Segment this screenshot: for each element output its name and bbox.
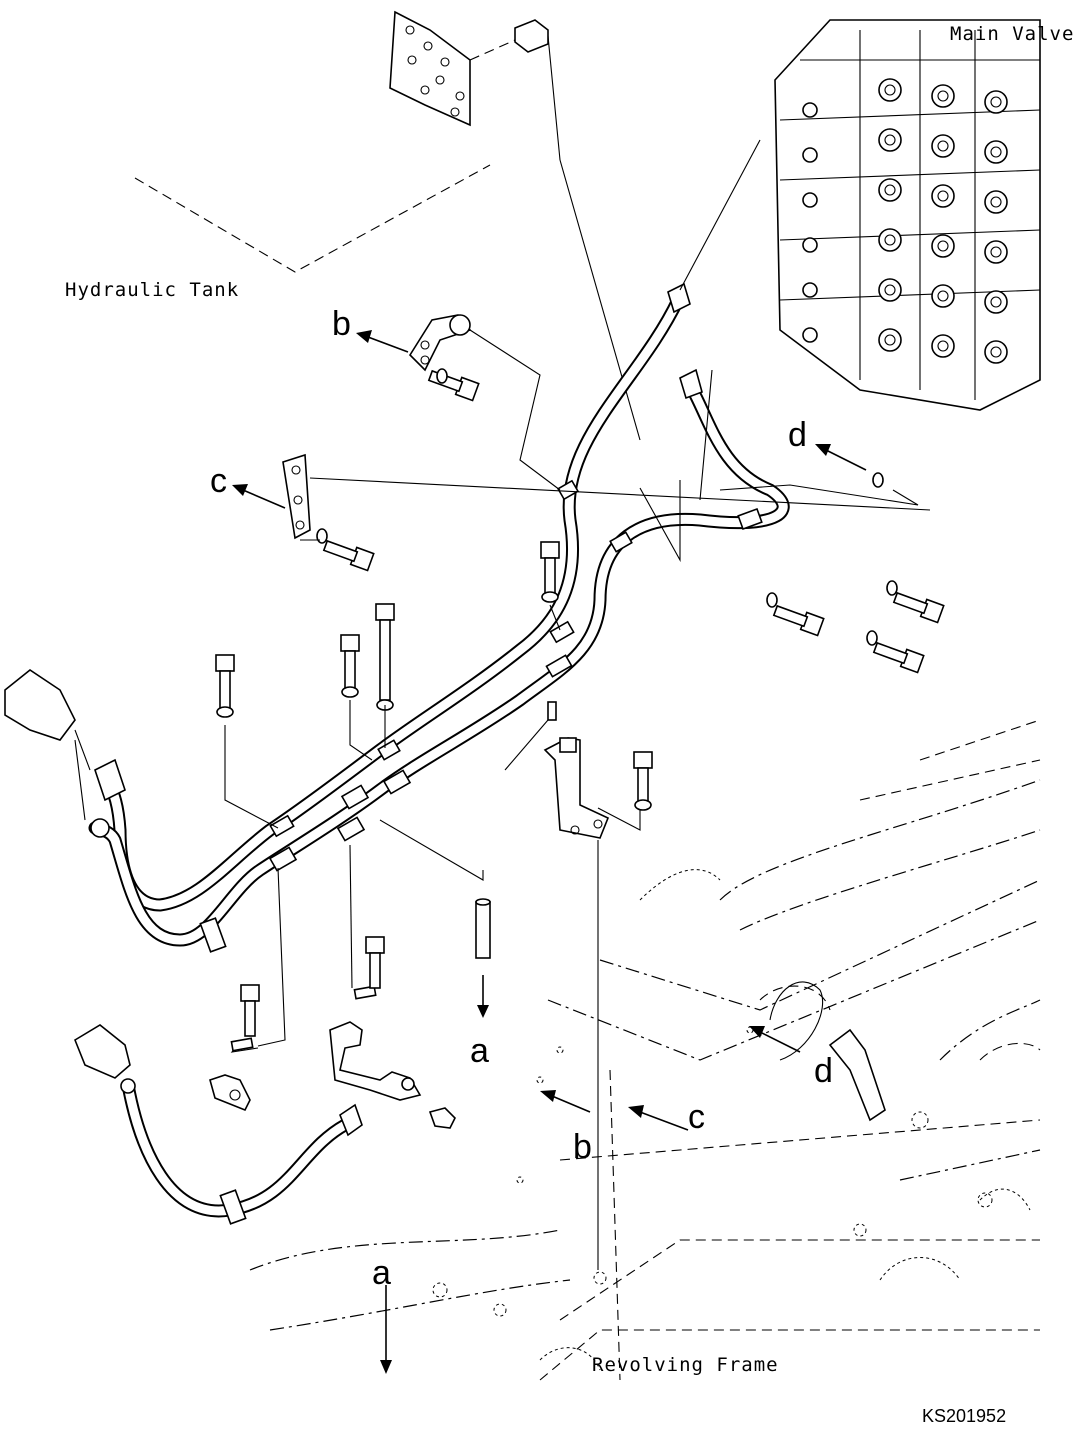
callout-d-right: d xyxy=(814,1052,833,1090)
leader-lines xyxy=(224,539,561,1047)
lower-brackets xyxy=(209,985,456,1129)
spacer-tube xyxy=(379,701,557,1018)
bolt xyxy=(427,369,480,402)
bolt xyxy=(892,591,945,624)
bracket-d-lines xyxy=(639,480,919,563)
callout-b-top: b xyxy=(332,305,351,343)
hose-end-fittings xyxy=(4,139,761,1137)
washer xyxy=(866,630,878,646)
hydraulic-tank-outline xyxy=(134,164,491,273)
bolt xyxy=(215,654,235,712)
hose-set xyxy=(88,293,790,1225)
bolt xyxy=(633,751,653,804)
washer xyxy=(216,706,234,718)
washer xyxy=(436,368,448,384)
top-fitting xyxy=(514,19,641,441)
bolt xyxy=(365,936,385,989)
washer xyxy=(634,799,652,811)
bolt xyxy=(540,541,560,594)
bolt xyxy=(772,604,825,637)
bracket-c xyxy=(282,453,931,540)
hydraulic-tank-label: Hydraulic Tank xyxy=(65,279,239,301)
washer xyxy=(766,592,778,608)
callout-arrows xyxy=(232,330,886,1374)
washer xyxy=(886,580,898,596)
bolt xyxy=(375,603,395,701)
callout-a-bottom: a xyxy=(372,1254,391,1292)
washer xyxy=(872,472,884,488)
callout-c-bottom: c xyxy=(688,1098,705,1136)
bolt xyxy=(872,641,925,674)
callout-a-mid: a xyxy=(470,1032,489,1070)
support-bracket xyxy=(543,737,641,1270)
bolt xyxy=(340,634,360,692)
bolt xyxy=(240,984,260,1037)
callout-d-top: d xyxy=(788,416,807,454)
main-valve-label: Main Valve xyxy=(950,23,1074,45)
cover-plate xyxy=(389,10,516,127)
callout-c-left: c xyxy=(210,462,227,500)
washer xyxy=(541,591,559,603)
bolt-set xyxy=(215,368,945,1037)
callout-b-bottom: b xyxy=(573,1128,592,1166)
bracket-b xyxy=(408,314,561,491)
washer xyxy=(341,686,359,698)
main-valve xyxy=(774,19,1041,411)
drawing-code: KS201952 xyxy=(922,1406,1006,1426)
revolving-frame-outline xyxy=(249,719,1041,1381)
washer xyxy=(316,528,328,544)
bolt xyxy=(322,539,375,572)
revolving-frame-label: Revolving Frame xyxy=(592,1354,779,1376)
